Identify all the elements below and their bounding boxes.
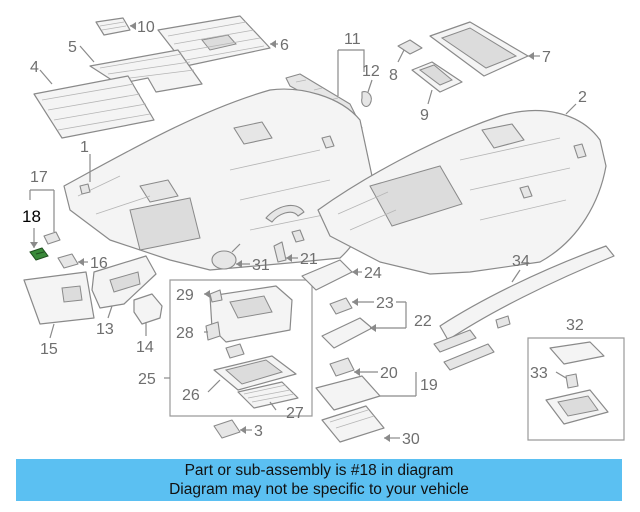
callout-8: 8 [389, 67, 398, 84]
callout-20: 20 [380, 365, 398, 382]
group-box-32 [527, 337, 625, 441]
part-3 [213, 419, 241, 439]
callout-3: 3 [254, 423, 263, 440]
part-13 [91, 255, 157, 309]
callout-7: 7 [542, 49, 551, 66]
banner-line-1: Part or sub-assembly is #18 in diagram [184, 462, 454, 479]
callout-23: 23 [376, 295, 394, 312]
callout-12: 12 [362, 63, 380, 80]
callout-4: 4 [30, 59, 39, 76]
part-19 [315, 375, 381, 411]
callout-2: 2 [578, 89, 587, 106]
callout-18-highlighted: 18 [22, 207, 41, 226]
callout-6: 6 [280, 37, 289, 54]
part-15-sun-visor [23, 271, 95, 325]
group-box-25 [169, 279, 313, 417]
callout-25: 25 [138, 371, 156, 388]
callout-29: 29 [176, 287, 194, 304]
callout-27: 27 [286, 405, 304, 422]
callout-14: 14 [136, 339, 154, 356]
callout-24: 24 [364, 265, 382, 282]
callout-22: 22 [414, 313, 432, 330]
callout-30: 30 [402, 431, 420, 448]
part-20 [329, 357, 355, 377]
leader-arrows [30, 22, 534, 442]
callout-34: 34 [512, 253, 530, 270]
callout-17: 17 [30, 169, 48, 186]
part-1-headliner [63, 88, 373, 271]
callout-13: 13 [96, 321, 114, 338]
callout-31: 31 [252, 257, 270, 274]
callout-26: 26 [182, 387, 200, 404]
part-34-trim [433, 245, 615, 371]
callout-5: 5 [68, 39, 77, 56]
callout-11: 11 [344, 31, 361, 48]
callout-32: 32 [566, 317, 584, 334]
part-16 [57, 253, 79, 269]
callout-28: 28 [176, 325, 194, 342]
part-4 [33, 75, 155, 139]
callout-9: 9 [420, 107, 429, 124]
callout-10: 10 [137, 19, 155, 36]
part-8 [397, 39, 423, 55]
part-18-highlighted [29, 247, 49, 261]
part-2-headliner [317, 110, 607, 275]
callout-1: 1 [80, 139, 89, 156]
part-10 [95, 17, 131, 36]
callout-16: 16 [90, 255, 108, 272]
callout-33: 33 [530, 365, 548, 382]
banner-line-2: Diagram may not be specific to your vehi… [169, 481, 469, 498]
parts-diagram: 10 6 5 4 7 8 9 11 12 1 2 17 18 16 15 13 … [22, 15, 625, 448]
info-banner: Part or sub-assembly is #18 in diagram D… [16, 459, 622, 501]
part-9 [411, 61, 463, 93]
callout-21: 21 [300, 251, 318, 268]
callout-19: 19 [420, 377, 438, 394]
part-31 [211, 243, 241, 270]
part-21 [265, 204, 305, 263]
callout-labels: 10 6 5 4 7 8 9 11 12 1 2 17 18 16 15 13 … [22, 19, 587, 448]
part-23-22 [321, 297, 373, 349]
part-6 [157, 15, 271, 67]
part-17 [43, 231, 61, 245]
part-30 [321, 405, 385, 443]
callout-15: 15 [40, 341, 58, 358]
part-14 [133, 293, 163, 325]
part-7 [429, 21, 529, 77]
